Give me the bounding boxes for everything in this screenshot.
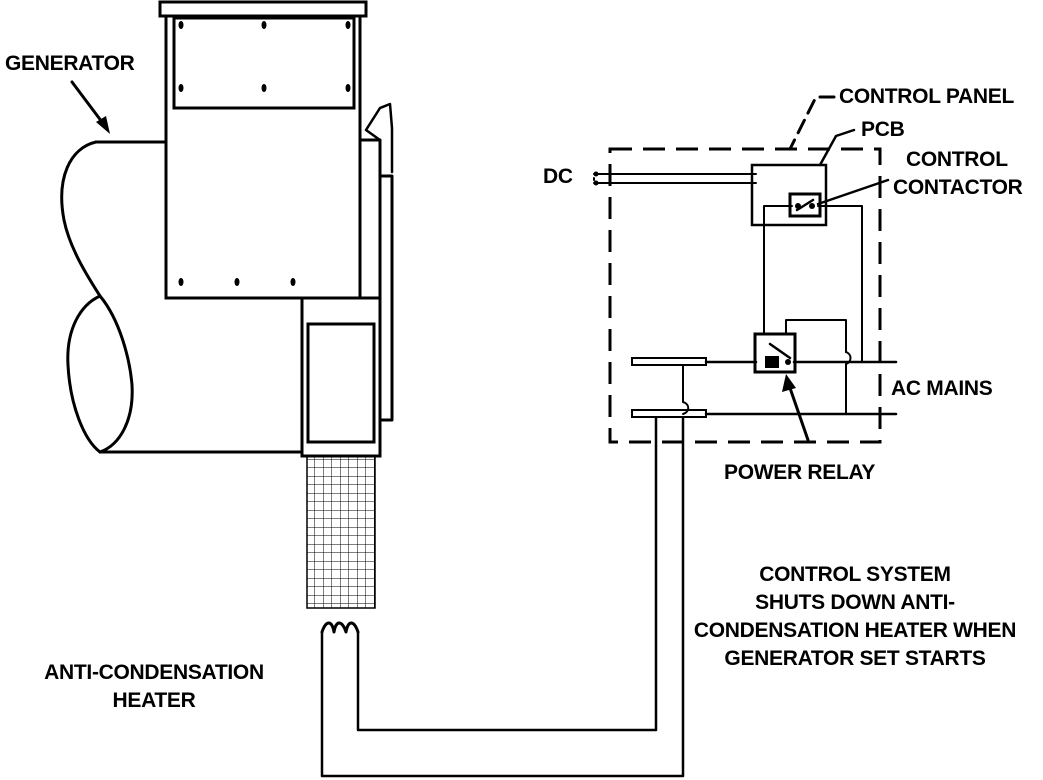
control-system-note-line2: SHUTS DOWN ANTI- [755,591,955,614]
control-panel-label: CONTROL PANEL [839,85,1014,108]
dc-label: DC [543,165,573,188]
control-panel-leader [788,95,836,151]
heater-housing [300,296,382,458]
control-panel [593,147,898,444]
leader-lines [70,80,890,442]
contactor-leader [816,178,890,206]
labels: GENERATOR CONTROL PANEL PCB CONTROL CONT… [5,52,1023,712]
heater-label-line1: ANTI-CONDENSATION [44,661,264,684]
control-system-note-line3: CONDENSATION HEATER WHEN [694,619,1016,642]
heater-coil-symbol [320,621,360,634]
power-relay [753,332,797,374]
control-system-note-line1: CONTROL SYSTEM [759,563,950,586]
generator-label: GENERATOR [5,52,135,75]
control-contactor-label-line2: CONTACTOR [893,176,1023,199]
heater-label-line2: HEATER [113,689,196,712]
generator-body [60,140,304,454]
ac-mains-lines [631,357,898,418]
power-relay-pointer [782,374,810,442]
contactor-wiring [763,205,863,415]
heater-wiring [320,414,685,778]
pcb-label: PCB [861,118,905,141]
pcb-leader [818,128,856,167]
ac-mains-label: AC MAINS [891,377,993,400]
power-relay-label: POWER RELAY [724,461,875,484]
terminal-box-bolts [178,21,351,286]
heater-element [306,455,376,609]
control-system-note-line4: GENERATOR SET STARTS [724,647,985,670]
generator-pointer [70,80,110,134]
generator-drawing [60,0,394,634]
terminal-box [158,0,368,300]
control-contactor-label-line1: CONTROL [906,148,1008,171]
dc-input-lines [593,171,757,186]
